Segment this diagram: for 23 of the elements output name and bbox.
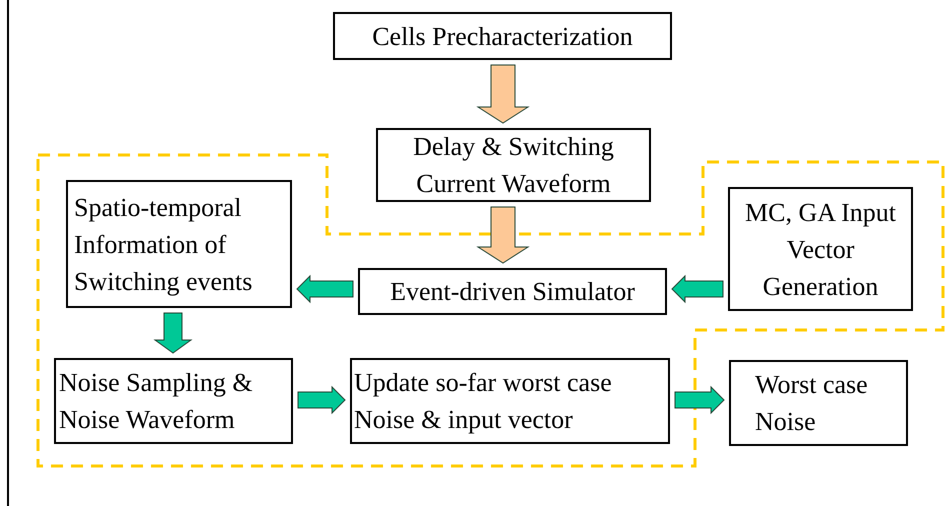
box-label: MC, GA Input Vector Generation — [744, 196, 897, 302]
block-arrow — [476, 64, 530, 124]
box-label: Delay & Switching Current Waveform — [412, 131, 615, 200]
block-arrow — [476, 206, 530, 264]
process-box — [729, 360, 908, 446]
box-label: Cells Precharacterization — [372, 20, 633, 52]
box-label: Spatio-temporal Information of Switching events — [74, 192, 254, 298]
block-arrow — [671, 274, 724, 304]
process-box — [350, 358, 670, 444]
block-arrow — [153, 312, 193, 354]
box-label: Noise Sampling & Noise Waveform — [59, 367, 254, 436]
box-label: Event-driven Simulator — [390, 276, 635, 308]
block-arrow — [298, 386, 346, 414]
box-label: Update so-far worst case Noise & input vector — [354, 367, 613, 436]
process-box — [333, 12, 672, 60]
process-box — [376, 128, 651, 202]
block-arrow — [674, 386, 725, 414]
process-box — [66, 180, 292, 308]
process-box — [728, 187, 913, 311]
block-arrow — [296, 274, 354, 304]
box-label: Worst case Noise — [755, 369, 869, 438]
process-box — [358, 268, 667, 315]
process-box — [54, 358, 293, 444]
